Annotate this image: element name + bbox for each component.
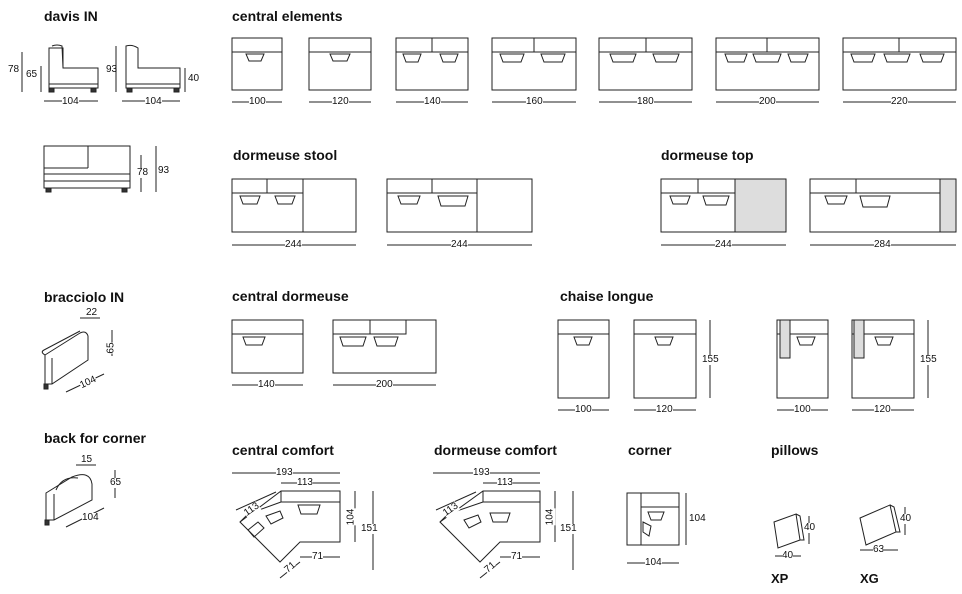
- dim-label: 200: [376, 379, 393, 390]
- dim-label: 104: [345, 508, 357, 526]
- dim-label: 120: [656, 404, 673, 415]
- dim-label: 71: [312, 551, 324, 562]
- dim-label: 180: [637, 96, 654, 107]
- title-central-elements: central elements: [232, 8, 343, 24]
- title-chaise-longue: chaise longue: [560, 288, 654, 304]
- pillows-drawings: [774, 505, 905, 556]
- central-element-180: [599, 38, 692, 102]
- dim-label: 193: [276, 467, 293, 478]
- chaise-longue-drawings: [558, 320, 928, 410]
- dim-label: 104: [62, 96, 79, 107]
- central-element-120: [309, 38, 371, 102]
- dim-label: 200: [759, 96, 776, 107]
- dim-label: 78: [8, 64, 20, 75]
- dim-label: 104: [82, 512, 99, 523]
- dim-label: 15: [81, 454, 93, 465]
- central-elements-drawings: [232, 38, 956, 102]
- dim-label: 71: [511, 551, 523, 562]
- title-dormeuse-top: dormeuse top: [661, 147, 754, 163]
- dim-label: 100: [575, 404, 592, 415]
- dim-label: 93: [158, 165, 170, 176]
- central-element-220: [843, 38, 956, 102]
- central-element-140: [396, 38, 468, 102]
- dim-label: 22: [86, 307, 98, 318]
- dim-label: 120: [874, 404, 891, 415]
- dim-label: 78: [137, 167, 149, 178]
- dim-label: 151: [560, 523, 577, 534]
- dim-label: 65: [105, 342, 117, 354]
- title-back-for-corner: back for corner: [44, 430, 146, 446]
- title-dormeuse-stool: dormeuse stool: [233, 147, 338, 163]
- dim-label: 104: [645, 557, 662, 568]
- bracciolo-in-drawing: [42, 318, 112, 392]
- dim-label: 244: [715, 239, 732, 250]
- dim-label: 104: [689, 513, 706, 524]
- central-element-200: [716, 38, 819, 102]
- dim-label: 244: [285, 239, 302, 250]
- title-corner: corner: [628, 442, 672, 458]
- dim-label: 160: [526, 96, 543, 107]
- dim-label: 65: [110, 477, 122, 488]
- back-for-corner-drawing: [45, 465, 115, 527]
- dim-label: 193: [473, 467, 490, 478]
- title-bracciolo-in: bracciolo IN: [44, 289, 125, 305]
- corner-drawing: [627, 493, 686, 563]
- dim-label: 113: [497, 477, 513, 488]
- title-davis-in: davis IN: [44, 8, 98, 24]
- central-element-160: [492, 38, 576, 102]
- central-dormeuse-drawings: [232, 320, 436, 385]
- dim-label: 151: [361, 523, 378, 534]
- title-central-comfort: central comfort: [232, 442, 334, 458]
- dim-label: 155: [920, 354, 937, 365]
- dim-label: 40: [782, 550, 794, 561]
- dim-label: 284: [874, 239, 891, 250]
- title-pillows: pillows: [771, 442, 819, 458]
- title-central-dormeuse: central dormeuse: [232, 288, 349, 304]
- dim-label: 40: [900, 513, 912, 524]
- dim-label: 63: [873, 544, 885, 555]
- dormeuse-comfort-drawing: [433, 473, 573, 578]
- dormeuse-stool-drawings: [232, 179, 532, 245]
- davis-in-front-view: [44, 146, 156, 192]
- pillow-xp-label: XP: [771, 571, 789, 586]
- dim-label: 140: [424, 96, 441, 107]
- central-comfort-drawing: [232, 473, 373, 578]
- dim-label: 65: [26, 69, 38, 80]
- dim-label: 140: [258, 379, 275, 390]
- dim-label: 113: [297, 477, 313, 488]
- dim-label: 93: [106, 64, 118, 75]
- pillow-xg-label: XG: [860, 571, 879, 586]
- dim-label: 100: [794, 404, 811, 415]
- davis-in-side-view: [22, 45, 185, 101]
- dormeuse-top-drawings: [661, 179, 956, 245]
- dim-label: 40: [804, 522, 816, 533]
- dim-label: 120: [332, 96, 349, 107]
- title-dormeuse-comfort: dormeuse comfort: [434, 442, 557, 458]
- dim-label: 100: [249, 96, 266, 107]
- dim-label: 155: [702, 354, 719, 365]
- dim-label: 104: [145, 96, 162, 107]
- dim-label: 220: [891, 96, 908, 107]
- dim-label: 40: [188, 73, 200, 84]
- dim-label: 244: [451, 239, 468, 250]
- dim-label: 104: [544, 508, 556, 526]
- central-element-100: [232, 38, 282, 102]
